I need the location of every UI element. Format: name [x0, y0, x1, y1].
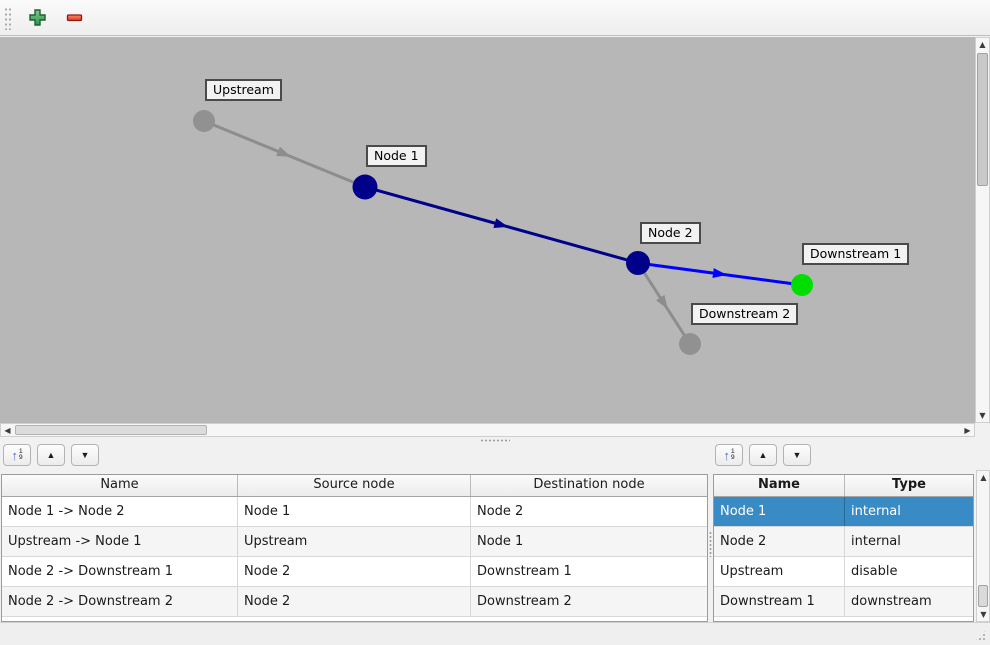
scrollbar-corner: [975, 423, 990, 437]
nodes-move-down-button[interactable]: ▼: [783, 444, 811, 466]
remove-button[interactable]: [63, 6, 86, 29]
column-header[interactable]: Source node: [238, 475, 471, 496]
table-cell[interactable]: Downstream 1: [471, 557, 707, 586]
table-cell[interactable]: Node 2 -> Downstream 2: [2, 587, 238, 616]
table-cell[interactable]: Node 1: [238, 497, 471, 526]
canvas-horizontal-scroll-thumb[interactable]: [15, 425, 207, 435]
table-row[interactable]: Node 1 -> Node 2Node 1Node 2: [2, 497, 707, 527]
nodes-table-header: NameType: [714, 475, 973, 497]
edges-sort-button[interactable]: ↑ 19: [3, 444, 31, 466]
graph-node[interactable]: [679, 333, 701, 355]
nodes-table-toolbar: ↑ 19 ▲ ▼: [715, 444, 811, 467]
edges-table: NameSource nodeDestination node Node 1 -…: [1, 474, 708, 622]
graph-edge[interactable]: [204, 121, 365, 187]
scroll-right-icon[interactable]: ▶: [961, 424, 974, 437]
horizontal-pane-splitter[interactable]: [0, 437, 990, 443]
move-down-icon: ▼: [793, 451, 802, 460]
canvas-horizontal-scrollbar[interactable]: ◀ ▶: [0, 423, 975, 437]
table-row[interactable]: Node 2 -> Downstream 2Node 2Downstream 2: [2, 587, 707, 617]
add-button[interactable]: [26, 6, 49, 29]
plus-icon: [28, 8, 47, 27]
table-cell[interactable]: Node 1: [714, 497, 845, 526]
minus-icon: [65, 8, 84, 27]
node-label[interactable]: Upstream: [205, 79, 282, 101]
scroll-down-icon[interactable]: ▼: [976, 409, 989, 422]
edges-table-header: NameSource nodeDestination node: [2, 475, 707, 497]
table-cell[interactable]: Node 2 -> Downstream 1: [2, 557, 238, 586]
move-down-icon: ▼: [81, 451, 90, 460]
table-row[interactable]: Upstreamdisable: [714, 557, 973, 587]
table-cell[interactable]: Node 2: [238, 557, 471, 586]
table-cell[interactable]: Node 1: [471, 527, 707, 556]
sort-ascending-icon: ↑ 19: [723, 449, 734, 462]
table-cell[interactable]: internal: [845, 497, 973, 526]
graph-svg: [0, 37, 975, 423]
node-label[interactable]: Node 1: [366, 145, 427, 167]
table-row[interactable]: Node 2 -> Downstream 1Node 2Downstream 1: [2, 557, 707, 587]
scroll-left-icon[interactable]: ◀: [1, 424, 14, 437]
nodes-table-body: Node 1internalNode 2internalUpstreamdisa…: [714, 497, 973, 617]
column-header[interactable]: Name: [2, 475, 238, 496]
table-cell[interactable]: Node 2: [471, 497, 707, 526]
column-header[interactable]: Name: [714, 475, 845, 496]
edges-table-body: Node 1 -> Node 2Node 1Node 2Upstream -> …: [2, 497, 707, 617]
table-row[interactable]: Downstream 1downstream: [714, 587, 973, 617]
table-cell[interactable]: Upstream -> Node 1: [2, 527, 238, 556]
table-cell[interactable]: disable: [845, 557, 973, 586]
graph-edge[interactable]: [365, 187, 638, 263]
table-cell[interactable]: downstream: [845, 587, 973, 616]
graph-node[interactable]: [626, 251, 650, 275]
column-header[interactable]: Type: [845, 475, 973, 496]
table-row[interactable]: Upstream -> Node 1UpstreamNode 1: [2, 527, 707, 557]
scroll-down-icon[interactable]: ▼: [977, 608, 990, 621]
move-up-icon: ▲: [47, 451, 56, 460]
canvas-vertical-scroll-thumb[interactable]: [977, 53, 988, 186]
table-cell[interactable]: internal: [845, 527, 973, 556]
graph-edge[interactable]: [638, 263, 690, 344]
edges-table-toolbar: ↑ 19 ▲ ▼: [3, 444, 99, 467]
table-cell[interactable]: Upstream: [238, 527, 471, 556]
table-row[interactable]: Node 2internal: [714, 527, 973, 557]
graph-node[interactable]: [193, 110, 215, 132]
node-label[interactable]: Node 2: [640, 222, 701, 244]
node-label[interactable]: Downstream 2: [691, 303, 798, 325]
nodes-table-scrollbar[interactable]: ▲ ▼: [976, 470, 990, 622]
graph-canvas[interactable]: UpstreamNode 1 Node 2 Downstream 1 Downstre…: [0, 37, 975, 423]
node-label[interactable]: Downstream 1: [802, 243, 909, 265]
table-cell[interactable]: Node 1 -> Node 2: [2, 497, 238, 526]
canvas-vertical-scrollbar[interactable]: ▲ ▼: [975, 37, 990, 423]
graph-node[interactable]: [791, 274, 813, 296]
splitter-grip-icon: [709, 531, 712, 557]
main-toolbar: [0, 0, 990, 36]
scroll-up-icon[interactable]: ▲: [976, 38, 989, 51]
splitter-grip-icon: [480, 439, 510, 442]
table-cell[interactable]: Node 2: [238, 587, 471, 616]
edges-move-down-button[interactable]: ▼: [71, 444, 99, 466]
table-cell[interactable]: Downstream 1: [714, 587, 845, 616]
sort-ascending-icon: ↑ 19: [11, 449, 22, 462]
nodes-table: NameType Node 1internalNode 2internalUps…: [713, 474, 974, 622]
table-cell[interactable]: Downstream 2: [471, 587, 707, 616]
graph-node[interactable]: [353, 175, 378, 200]
table-row[interactable]: Node 1internal: [714, 497, 973, 527]
toolbar-drag-handle[interactable]: [4, 6, 11, 30]
nodes-move-up-button[interactable]: ▲: [749, 444, 777, 466]
status-bar: [0, 622, 990, 645]
table-cell[interactable]: Node 2: [714, 527, 845, 556]
table-cell[interactable]: Upstream: [714, 557, 845, 586]
window-resize-grip[interactable]: [974, 629, 987, 642]
column-header[interactable]: Destination node: [471, 475, 707, 496]
nodes-sort-button[interactable]: ↑ 19: [715, 444, 743, 466]
nodes-table-scroll-thumb[interactable]: [978, 585, 988, 607]
move-up-icon: ▲: [759, 451, 768, 460]
edges-move-up-button[interactable]: ▲: [37, 444, 65, 466]
graph-edge[interactable]: [638, 263, 802, 285]
scroll-up-icon[interactable]: ▲: [977, 471, 990, 484]
